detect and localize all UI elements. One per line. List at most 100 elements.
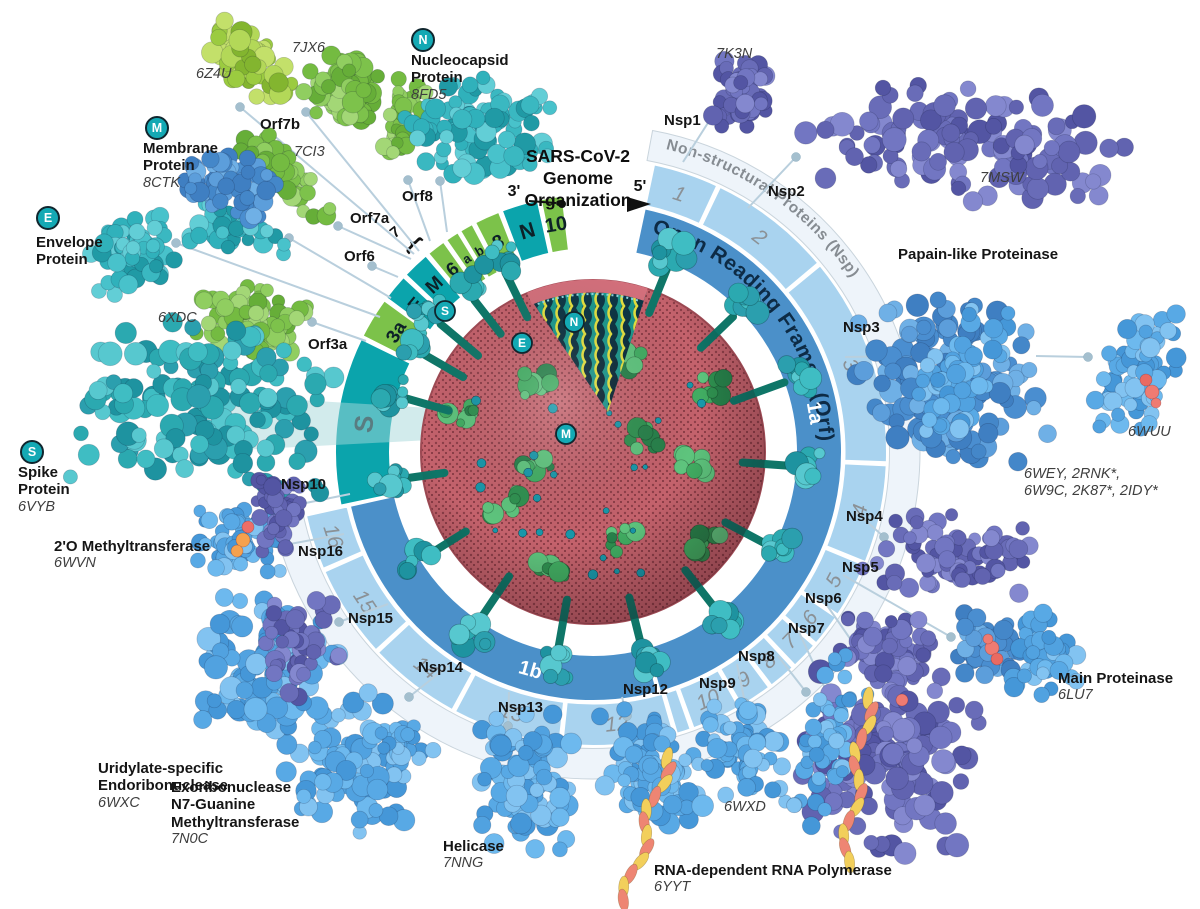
nsp-ring-segment-16 (304, 505, 364, 571)
label-orf7b: Orf7b (260, 116, 300, 133)
virus-badge-letter: M (561, 427, 571, 441)
protein-structure-rdrp-blue (778, 647, 875, 836)
label-orf7a-line-0: Orf7a (350, 210, 390, 227)
ligand-accent-icon (982, 633, 994, 645)
label-pdb-7msw-line-0: 7MSW (980, 170, 1024, 186)
orf-ring-segment-0 (634, 207, 843, 694)
label-nsp14-line-0: Nsp14 (418, 659, 464, 676)
nsp-ring-segment-15 (323, 552, 409, 652)
envelope-protein-speck (630, 463, 638, 472)
label-pdb-7ci3-line-0: 7CI3 (294, 144, 325, 160)
label-nsp4-line-0: Nsp4 (846, 508, 883, 525)
envelope-protein-speck (599, 554, 607, 562)
label-nsp6: Nsp6 (805, 590, 842, 607)
five-prime-label: 5' (634, 178, 647, 195)
envelope-protein-speck (565, 529, 576, 540)
label-helicase-line-1: 7NNG (443, 855, 484, 872)
label-nsp5-line-0: Nsp5 (842, 559, 879, 576)
envelope-protein-speck (523, 467, 533, 478)
label-nsp8-line-0: Nsp8 (738, 648, 775, 665)
envelope-protein-speck (475, 482, 486, 493)
virus-badge-S: S (434, 300, 456, 322)
envelope-protein-speck (529, 450, 539, 461)
leader-line (439, 180, 448, 233)
label-pdb-7k3n: 7K3N (716, 46, 752, 63)
ligand-accent-icon (1139, 373, 1153, 387)
legend-badge-M: M (145, 116, 169, 140)
gene-segment-10 (539, 194, 571, 255)
envelope-protein-speck (613, 568, 620, 575)
protein-structure-nsp12 (591, 701, 714, 835)
label-nsp9: Nsp9 (699, 675, 736, 692)
envelope-protein-speck (550, 470, 558, 479)
envelope-protein-speck (533, 494, 542, 503)
nsp-ring-segment-2 (700, 185, 820, 292)
leader-line (288, 237, 392, 299)
spike-protein-icon (366, 463, 449, 499)
leader-dot-icon (791, 152, 801, 162)
spike-protein-icon (474, 239, 532, 322)
spike-protein-icon (696, 282, 770, 352)
label-main-prot-line-0: Main Proteinase (1058, 670, 1174, 687)
label-nsp5: Nsp5 (842, 559, 879, 576)
label-nsp7: Nsp7 (788, 620, 825, 637)
nsp-ring-segment-14 (376, 622, 474, 712)
leader-line (747, 156, 797, 209)
leader-dot-icon (301, 107, 311, 117)
envelope-protein-speck (492, 527, 499, 534)
protein-structure-nsp4 (855, 507, 1039, 603)
label-nsp9-line-0: Nsp9 (699, 675, 736, 692)
label-memb-lbl-line-2: 8CTK (143, 174, 181, 191)
label-pdb-list-line-0: 6WEY, 2RNK*, (1024, 466, 1121, 482)
protein-structure-nsp10 (250, 471, 307, 559)
label-env-lbl-line-0: Envelope (36, 234, 103, 251)
protein-structure-orf7b-6z4u (201, 11, 299, 106)
title-line-1: SARS-CoV-2 (525, 146, 631, 166)
protein-structure-envelope (82, 206, 183, 303)
label-nsp16: Nsp16 (298, 543, 343, 560)
ligand-accent-icon (990, 652, 1004, 666)
leader-line (408, 665, 449, 698)
protein-structure-spike-6vyb (62, 312, 345, 504)
gene-segment-label: 10 (543, 212, 568, 237)
leader-dot-icon (307, 317, 317, 327)
leader-line (777, 655, 807, 693)
leader-line (337, 225, 412, 260)
envelope-protein-speck (518, 528, 527, 538)
envelope-protein-speck (654, 417, 662, 424)
label-orf7b-line-0: Orf7b (260, 116, 301, 133)
ligand-accent-icon (241, 520, 255, 534)
label-orf8-line-0: Orf8 (402, 188, 433, 205)
label-nsp3: Nsp3 (843, 319, 880, 336)
label-nsp13: Nsp13 (498, 699, 543, 716)
label-pdb-7ci3: 7CI3 (294, 144, 325, 161)
label-nsp16-line-0: Nsp16 (298, 543, 344, 560)
label-pdb-6xdc: 6XDC (158, 310, 197, 327)
label-spike-lbl-line-1: Protein (18, 481, 70, 499)
envelope-protein-speck (547, 403, 558, 414)
nsp-ring-segment-blank (663, 687, 692, 735)
protein-structure-nucleocapsid-8fd5 (397, 70, 558, 185)
label-papain: Papain-like Proteinase (898, 246, 1058, 263)
label-pdb-7k3n-line-0: 7K3N (716, 46, 753, 62)
label-exo-line-1: N7-Guanine (171, 796, 256, 814)
leader-dot-icon (435, 176, 445, 186)
title-line-2: Genome (542, 167, 614, 188)
leader-line (175, 242, 381, 318)
leader-line (338, 603, 389, 623)
label-main-prot-line-1: 6LU7 (1058, 687, 1093, 704)
envelope-protein-speck (686, 381, 694, 389)
label-pdb-6wxd-line-0: 6WXD (724, 799, 766, 815)
label-nsp10-line-0: Nsp10 (281, 476, 327, 493)
label-nsp10: Nsp10 (281, 476, 326, 493)
label-env-lbl-line-1: Protein (36, 251, 88, 269)
label-nucleo-lbl-line-2: 8FD5 (411, 86, 447, 103)
